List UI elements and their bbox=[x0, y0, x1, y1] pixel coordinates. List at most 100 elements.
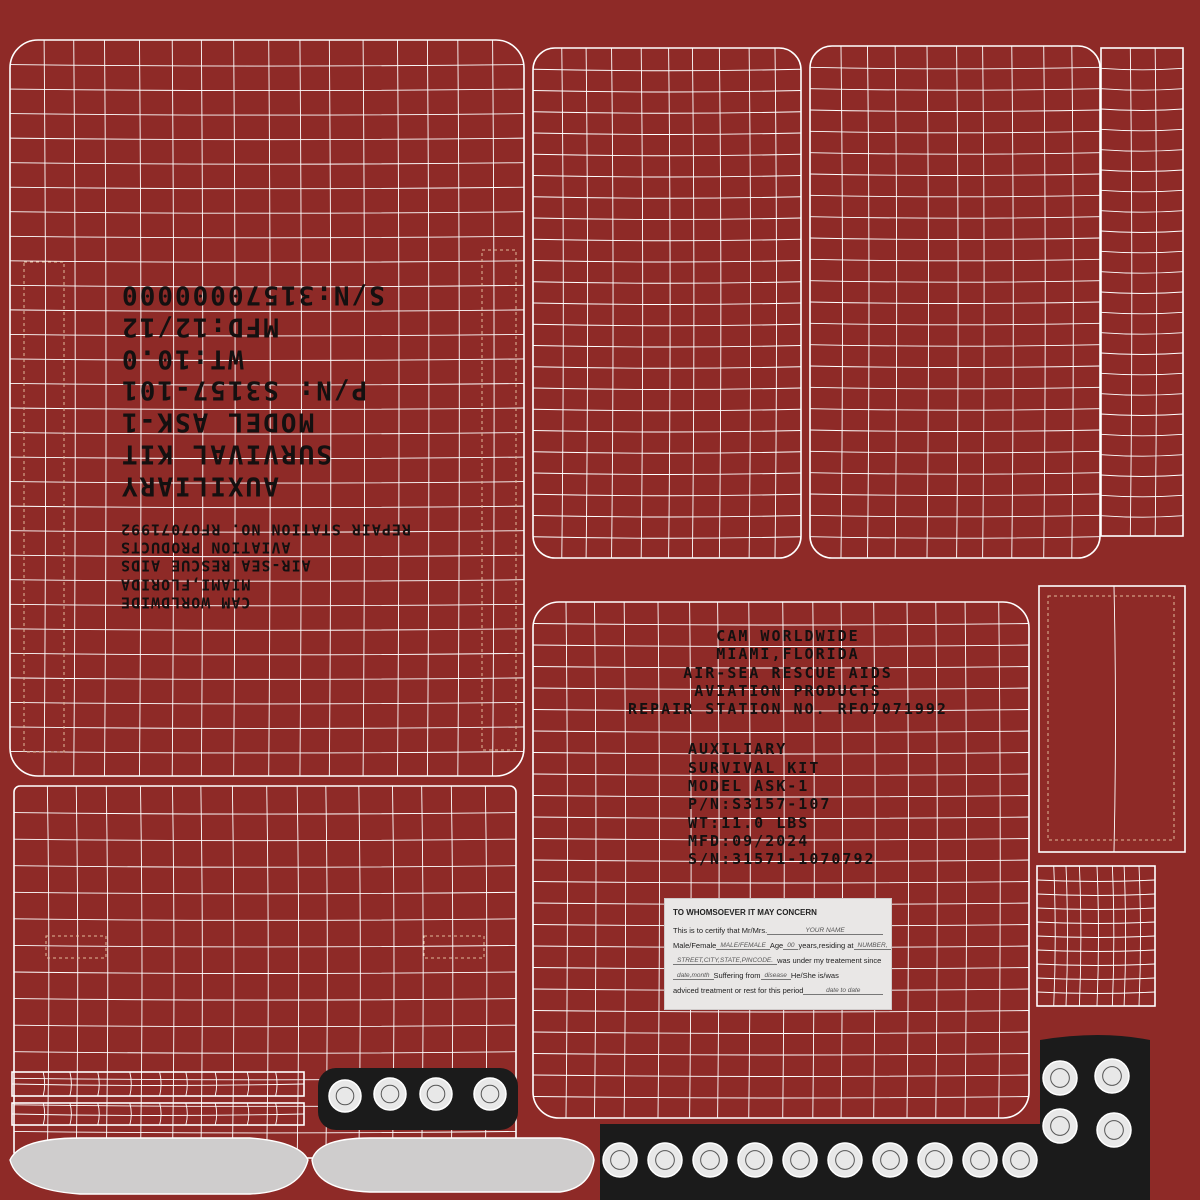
stitch-line bbox=[481, 249, 517, 751]
uv-island-right-strip bbox=[1100, 47, 1184, 537]
upright-spec-line: MODEL ASK-1 bbox=[688, 777, 810, 796]
upright-spec-line: S/N:31571-1070792 bbox=[688, 850, 876, 869]
uv-island-capsule bbox=[311, 1137, 595, 1193]
certificate-fill: MALE/FEMALE bbox=[716, 942, 770, 950]
stencil-label-rotated: CAM WORLDWIDE MIAMI,FLORIDA AIR-SEA RESC… bbox=[120, 278, 420, 612]
grommet-hole bbox=[1102, 1066, 1122, 1086]
grommet-ring bbox=[602, 1142, 638, 1178]
grommet-hole bbox=[426, 1084, 446, 1104]
uv-island-right-small-grid bbox=[1036, 865, 1156, 1007]
certificate-text: Male/Female bbox=[673, 941, 717, 950]
grommet-hole bbox=[380, 1084, 400, 1104]
uv-island-grommet-strip bbox=[318, 1068, 518, 1130]
upright-header-line: REPAIR STATION NO. RFO7071992 bbox=[628, 700, 948, 719]
certificate-text: years,residing at bbox=[798, 941, 854, 950]
grommet-ring bbox=[827, 1142, 863, 1178]
grommet-ring bbox=[328, 1079, 362, 1113]
stitch-box bbox=[45, 935, 107, 959]
certificate-line: Male/Female MALE/FEMALE Age 00 years,res… bbox=[673, 938, 892, 950]
uv-island-capsule bbox=[9, 1137, 309, 1195]
grommet-hole bbox=[970, 1150, 990, 1170]
grommet-ring bbox=[419, 1077, 453, 1111]
uv-island-right-panel bbox=[1038, 585, 1186, 853]
grommet-ring bbox=[1002, 1142, 1038, 1178]
grommet-hole bbox=[480, 1084, 500, 1104]
medical-certificate-card: TO WHOMSOEVER IT MAY CONCERN This is to … bbox=[664, 898, 892, 1010]
rotated-header-line: CAM WORLDWIDE bbox=[120, 593, 251, 612]
grommet-hole bbox=[880, 1150, 900, 1170]
grommet-hole bbox=[835, 1150, 855, 1170]
uv-island-left-panel bbox=[9, 39, 525, 777]
certificate-text: This is to certify that Mr/Mrs. bbox=[673, 926, 768, 935]
certificate-text: Suffering from bbox=[713, 971, 761, 980]
grommet-hole bbox=[610, 1150, 630, 1170]
certificate-line: date,month Suffering from disease He/She… bbox=[673, 968, 883, 980]
grommet-hole bbox=[1104, 1120, 1124, 1140]
grommet-hole bbox=[790, 1150, 810, 1170]
certificate-fill: STREET,CITY,STATE,PINCODE. bbox=[673, 957, 778, 965]
certificate-line: STREET,CITY,STATE,PINCODE. was under my … bbox=[673, 953, 883, 965]
grommet-ring bbox=[737, 1142, 773, 1178]
upright-header-line: CAM WORLDWIDE bbox=[716, 627, 860, 645]
upright-spec-line: MFD:09/2024 bbox=[688, 831, 810, 850]
upright-spec-line: AUXILIARY bbox=[688, 740, 788, 759]
grommet-ring bbox=[962, 1142, 998, 1178]
upright-header-line: AIR-SEA RESCUE AIDS bbox=[683, 663, 893, 682]
certificate-line: This is to certify that Mr/Mrs. YOUR NAM… bbox=[673, 923, 883, 935]
certificate-text: He/She is/was bbox=[790, 971, 839, 980]
rotated-header-line: AIR-SEA RESCUE AIDS bbox=[120, 556, 311, 575]
grommet-ring bbox=[373, 1077, 407, 1111]
stencil-label-upright: CAM WORLDWIDE MIAMI,FLORIDA AIR-SEA RESC… bbox=[628, 627, 948, 869]
stitch-box bbox=[423, 935, 485, 959]
grommet-ring bbox=[1096, 1112, 1132, 1148]
upright-spec-line: SURVIVAL KIT bbox=[688, 758, 821, 777]
certificate-text: was under my treatement since bbox=[777, 956, 882, 965]
grommet-hole bbox=[1010, 1150, 1030, 1170]
certificate-line: adviced treatment or rest for this perio… bbox=[673, 983, 883, 995]
grommet-hole bbox=[745, 1150, 765, 1170]
certificate-fill: disease bbox=[760, 972, 791, 980]
grommet-ring bbox=[692, 1142, 728, 1178]
certificate-fill: YOUR NAME bbox=[767, 927, 883, 935]
upright-spec-line: WT:11.0 LBS bbox=[688, 813, 810, 832]
stitch-line bbox=[23, 261, 65, 753]
rotated-spec-line: WT:10.0 bbox=[120, 343, 244, 374]
grommet-ring bbox=[917, 1142, 953, 1178]
uv-island-strip-bar bbox=[11, 1102, 305, 1126]
certificate-fill: date,month bbox=[673, 972, 714, 980]
grommet-hole bbox=[1050, 1116, 1070, 1136]
rotated-spec-line: MODEL ASK-1 bbox=[120, 406, 315, 437]
grommet-ring bbox=[473, 1077, 507, 1111]
grommet-ring bbox=[1042, 1060, 1078, 1096]
grommet-ring bbox=[1094, 1058, 1130, 1094]
rotated-spec-line: MFD:12/12 bbox=[120, 311, 279, 342]
rotated-header-line: REPAIR STATION NO. RFO7071992 bbox=[120, 520, 411, 539]
stitch-line bbox=[1047, 595, 1175, 841]
certificate-fill: NUMBER, bbox=[853, 942, 892, 950]
rotated-spec-line: SURVIVAL KIT bbox=[120, 438, 332, 469]
grommet-ring bbox=[782, 1142, 818, 1178]
grommet-hole bbox=[700, 1150, 720, 1170]
grommet-hole bbox=[335, 1086, 355, 1106]
upright-spec-line: P/N:S3157-107 bbox=[688, 795, 832, 814]
uv-island-strip-bar bbox=[11, 1071, 305, 1097]
grommet-ring bbox=[872, 1142, 908, 1178]
rotated-spec-line: AUXILIARY bbox=[120, 470, 279, 501]
certificate-text: adviced treatment or rest for this perio… bbox=[673, 986, 804, 995]
certificate-fill: date to date bbox=[803, 987, 883, 995]
grommet-hole bbox=[1050, 1068, 1070, 1088]
grommet-ring bbox=[1042, 1108, 1078, 1144]
rotated-header-line: MIAMI,FLORIDA bbox=[120, 575, 251, 594]
rotated-spec-line: S/N:31570000000 bbox=[120, 279, 385, 310]
uv-island-top-middle bbox=[532, 47, 802, 559]
uv-island-top-right bbox=[809, 45, 1101, 559]
certificate-heading: TO WHOMSOEVER IT MAY CONCERN bbox=[673, 908, 817, 917]
grommet-hole bbox=[655, 1150, 675, 1170]
certificate-text: Age bbox=[769, 941, 784, 950]
upright-header-line: MIAMI,FLORIDA bbox=[716, 645, 860, 664]
rotated-spec-line: P/N: S3157-101 bbox=[120, 374, 368, 405]
uv-island-bottom-left bbox=[13, 785, 517, 1159]
rotated-header-line: AVIATION PRODUCTS bbox=[120, 538, 291, 557]
